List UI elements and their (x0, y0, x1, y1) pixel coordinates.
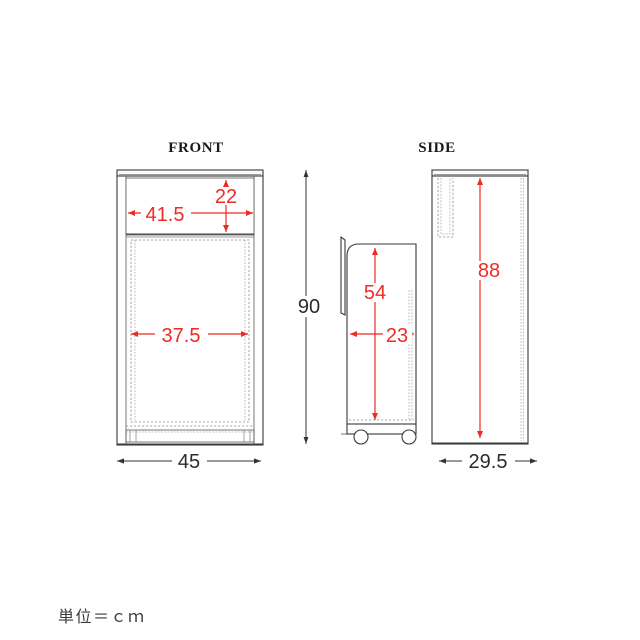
side-cart-caster-left (353, 429, 369, 445)
dim-23-label: 23 (386, 325, 408, 347)
unit-note: 単位＝ｃｍ (58, 608, 146, 626)
dim-41-5: 41.5 (128, 204, 253, 226)
dim-90-text-mask (294, 296, 321, 317)
dim-41-5-arrow-right (246, 210, 253, 216)
dim-54-arrow-top (372, 248, 378, 255)
dim-90-arrow-top (303, 170, 309, 177)
dim-90-label: 90 (298, 296, 320, 318)
side-top-panel (431, 169, 529, 177)
dim-37-5-arrow-left (131, 331, 138, 337)
dim-41-5-text-mask (141, 205, 191, 223)
dim-41-5-label: 41.5 (146, 204, 185, 226)
dim-23-arrow-left (350, 331, 357, 337)
dim-29-5-arrow-left (439, 458, 446, 464)
dim-54-arrow-bottom (372, 413, 378, 420)
dim-29-5: 29.5 (439, 451, 537, 473)
dim-23-text-mask (383, 325, 412, 344)
dim-45-label: 45 (178, 451, 200, 473)
dim-29-5-text-mask (462, 451, 515, 472)
dim-88-arrow-bottom (477, 431, 483, 438)
front-foot-right (243, 429, 251, 443)
dim-23: 23 (350, 325, 414, 347)
front-door-hidden-outline (130, 239, 250, 423)
dim-88-arrow-top (477, 178, 483, 185)
side-cart-base (346, 423, 417, 435)
dim-88-text-mask (466, 261, 496, 280)
dim-41-5-arrow-left (128, 210, 135, 216)
dim-29-5-label: 29.5 (469, 451, 508, 473)
front-foot-left (129, 429, 137, 443)
dim-37-5-text-mask (155, 325, 208, 344)
dim-22-label: 22 (215, 186, 237, 208)
dim-22-arrow-top (223, 180, 229, 187)
dim-54-label: 54 (364, 282, 386, 304)
dim-22: 22 (212, 180, 241, 232)
dim-29-5-arrow-right (530, 458, 537, 464)
side-view-title: SIDE (418, 140, 455, 156)
dim-45-arrow-right (254, 458, 261, 464)
dim-37-5: 37.5 (131, 325, 248, 347)
dim-54-text-mask (361, 283, 391, 302)
dim-45-arrow-left (117, 458, 124, 464)
dim-37-5-arrow-right (241, 331, 248, 337)
side-drawer-hidden-box-inner (440, 178, 451, 235)
side-cart-handle (340, 235, 346, 316)
dim-90: 90 (294, 170, 321, 444)
front-top-panel (116, 169, 264, 177)
dim-90-arrow-bottom (303, 437, 309, 444)
dim-88: 88 (466, 178, 500, 438)
front-view-title: FRONT (168, 140, 224, 156)
dim-45-text-mask (172, 451, 207, 472)
dim-37-5-label: 37.5 (162, 325, 201, 347)
dim-22-arrow-bottom (223, 225, 229, 232)
side-cart-caster-right (401, 429, 417, 445)
side-drawer-hidden-box (437, 178, 454, 238)
dim-88-label: 88 (478, 260, 500, 282)
front-plinth (125, 429, 255, 443)
dim-22-text-mask (212, 187, 241, 205)
dim-45: 45 (117, 451, 261, 473)
